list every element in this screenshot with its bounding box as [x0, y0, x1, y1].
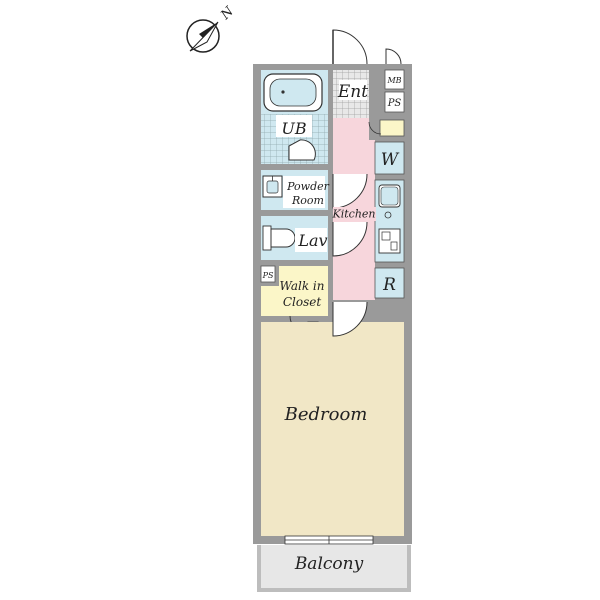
meter-box: [384, 69, 405, 90]
toilet-icon: [270, 228, 296, 248]
stove-icon: [378, 228, 401, 254]
powder-room-label-line1: Powder: [286, 180, 330, 193]
lavatory-label: Lav: [297, 231, 327, 250]
pipe-space-entrance: [384, 91, 405, 113]
balcony: [261, 545, 407, 588]
walk-in-closet-label-line1: Walk in: [280, 279, 325, 293]
pipe-space-entrance-label: PS: [387, 98, 402, 109]
entrance-label: Ent: [337, 82, 368, 102]
meter-box-door: [385, 48, 402, 65]
walk-in-closet: [261, 266, 328, 316]
bedroom-label: Bedroom: [284, 404, 368, 425]
washer-label: W: [381, 150, 400, 170]
unit-bath-label: UB: [281, 119, 306, 138]
compass-icon: N: [186, 4, 238, 53]
bedroom-door: [332, 301, 368, 337]
refrigerator-space: [374, 267, 405, 299]
pipe-space-closet: [260, 265, 276, 283]
shoe-cabinet: [379, 119, 405, 137]
compass-north-label: N: [218, 4, 238, 24]
entrance-door: [332, 29, 368, 65]
meter-box-label: MB: [386, 76, 401, 85]
pipe-space-closet-label: PS: [262, 271, 274, 280]
washer-space: [374, 141, 405, 175]
powder-room-label-line2: Room: [291, 194, 324, 207]
lavatory-door: [332, 221, 368, 257]
faucet-icon: [384, 211, 392, 219]
balcony-label: Balcony: [294, 554, 364, 574]
bedroom: [261, 322, 404, 536]
walk-in-closet-label-line2: Closet: [283, 295, 322, 309]
refrigerator-label: R: [382, 275, 396, 295]
kitchen-label: Kitchen: [332, 208, 376, 221]
unit-bath-door: [288, 139, 316, 161]
